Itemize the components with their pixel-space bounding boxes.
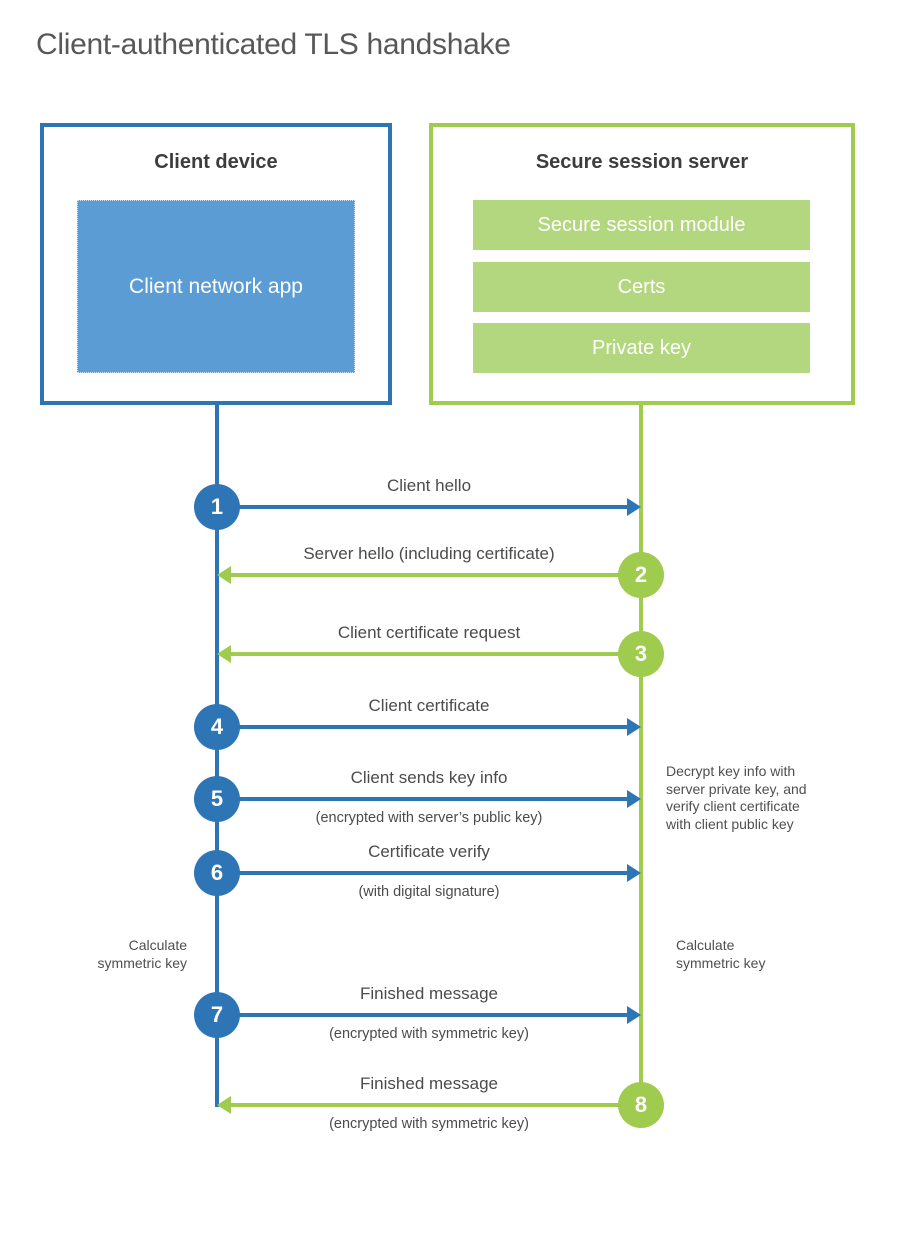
step-5-arrowhead [627, 790, 641, 808]
server-module-3: Private key [473, 323, 810, 373]
step-3-arrow [231, 652, 641, 656]
server-module-1: Secure session module [473, 200, 810, 250]
step-6-arrow [217, 871, 627, 875]
step-2-badge: 2 [618, 552, 664, 598]
decrypt-note: Decrypt key info with server private key… [666, 763, 807, 832]
step-6-sublabel: (with digital signature) [358, 884, 500, 900]
step-2-label: Server hello (including certificate) [303, 544, 555, 563]
secure-session-server-box: Secure session server Secure session mod… [429, 123, 855, 405]
step-1-arrow [217, 505, 627, 509]
client-lifeline [215, 403, 219, 1107]
step-3-badge: 3 [618, 631, 664, 677]
step-6-badge: 6 [194, 850, 240, 896]
step-1-label: Client hello [386, 476, 472, 495]
step-1-badge: 1 [194, 484, 240, 530]
step-2-arrowhead [217, 566, 231, 584]
step-4-badge: 4 [194, 704, 240, 750]
step-3-label: Client certificate request [337, 623, 521, 642]
server-module-2: Certs [473, 262, 810, 312]
step-6-label: Certificate verify [368, 842, 490, 861]
step-4-label: Client certificate [368, 696, 490, 715]
step-7-label: Finished message [360, 984, 498, 1003]
calculate-symmetric-key-note-client: Calculate symmetric key [97, 937, 187, 971]
step-6-arrowhead [627, 864, 641, 882]
step-7-sublabel: (encrypted with symmetric key) [329, 1026, 529, 1042]
page-title: Client-authenticated TLS handshake [36, 28, 511, 61]
step-7-arrow [217, 1013, 627, 1017]
step-3-arrowhead [217, 645, 231, 663]
server-lifeline [639, 403, 643, 1107]
step-5-label: Client sends key info [350, 768, 508, 787]
step-8-label: Finished message [360, 1074, 498, 1093]
step-4-arrow [217, 725, 627, 729]
step-8-badge: 8 [618, 1082, 664, 1128]
step-5-sublabel: (encrypted with server’s public key) [315, 810, 543, 826]
step-4-arrowhead [627, 718, 641, 736]
step-1-arrowhead [627, 498, 641, 516]
step-8-arrow [231, 1103, 641, 1107]
step-5-badge: 5 [194, 776, 240, 822]
secure-session-server-title: Secure session server [535, 151, 749, 173]
step-7-arrowhead [627, 1006, 641, 1024]
step-7-badge: 7 [194, 992, 240, 1038]
calculate-symmetric-key-note-server: Calculate symmetric key [676, 937, 766, 971]
step-8-arrowhead [217, 1096, 231, 1114]
client-network-app-label: Client network app [129, 274, 303, 298]
client-device-title: Client device [154, 151, 278, 173]
step-5-arrow [217, 797, 627, 801]
step-2-arrow [231, 573, 641, 577]
client-network-app-box: Client network app [77, 200, 355, 373]
client-device-box: Client device Client network app [40, 123, 392, 405]
step-8-sublabel: (encrypted with symmetric key) [329, 1116, 529, 1132]
